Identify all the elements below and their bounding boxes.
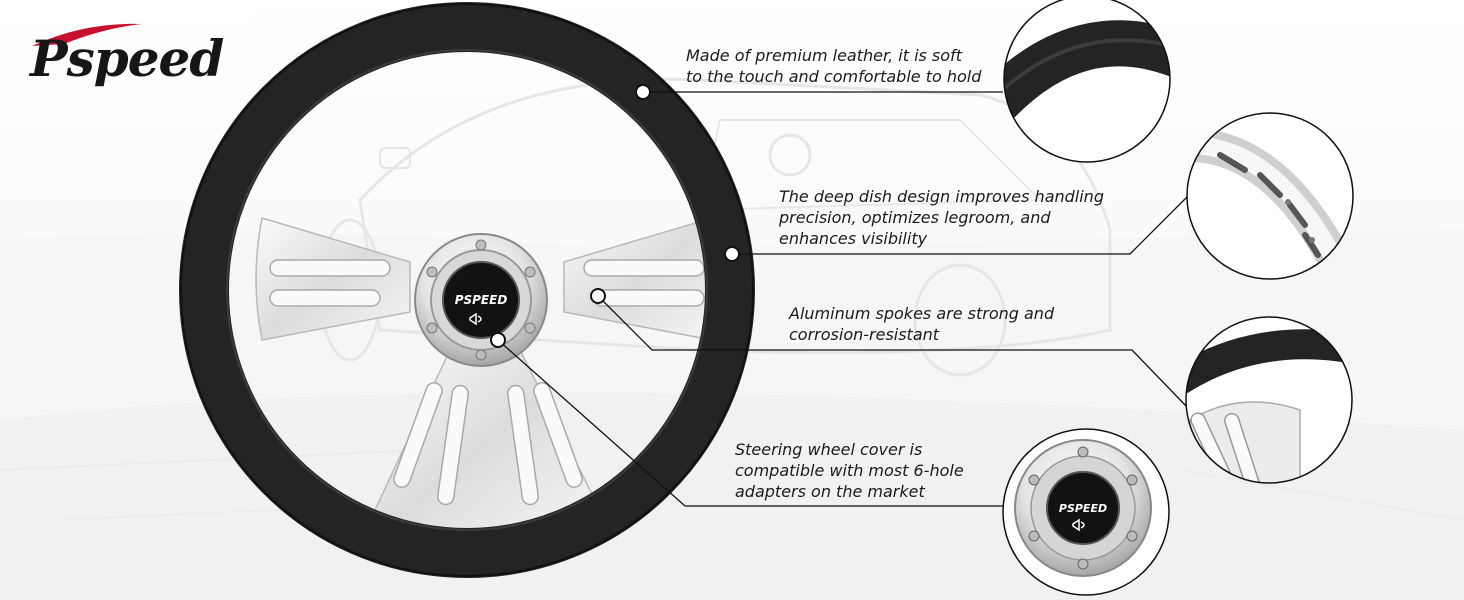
hub-badge-text: PSPEED <box>455 293 508 307</box>
callout-dot <box>635 84 651 100</box>
detail-hub-badge-text: PSPEED <box>1059 502 1107 515</box>
caption-spokes: Aluminum spokes are strong and corrosion… <box>789 303 1054 345</box>
caption-line: compatible with most 6-hole <box>735 461 964 480</box>
caption-line: The deep dish design improves handling <box>779 187 1104 206</box>
center-hub: PSPEED <box>414 233 548 367</box>
callout-dot <box>724 246 740 262</box>
leader-lines <box>497 91 1189 507</box>
logo-wordmark: Pspeed <box>30 29 224 88</box>
caption-hub-cover: Steering wheel cover is compatible with … <box>735 439 964 502</box>
leather-rim <box>179 2 755 578</box>
caption-line: adapters on the market <box>735 482 925 501</box>
caption-deep-dish: The deep dish design improves handling p… <box>779 186 1104 249</box>
caption-line: precision, optimizes legroom, and <box>779 208 1051 227</box>
brand-logo: Pspeed <box>24 16 234 96</box>
caption-line: Steering wheel cover is <box>735 440 923 459</box>
logo-swoosh <box>32 23 142 46</box>
detail-deep-dish-zoom <box>1186 112 1354 280</box>
caption-line: Made of premium leather, it is soft <box>686 46 962 65</box>
caption-line: Aluminum spokes are strong and <box>789 304 1055 323</box>
detail-hub-zoom: PSPEED <box>1002 428 1170 596</box>
caption-line: to the touch and comfortable to hold <box>686 67 982 86</box>
horn-button <box>442 261 520 339</box>
detail-leather-zoom <box>1003 0 1171 163</box>
horn-icon <box>469 312 482 326</box>
detail-horn-icon <box>1072 518 1085 532</box>
steering-wheel: PSPEED <box>179 2 755 578</box>
caption-leather: Made of premium leather, it is soft to t… <box>686 45 981 87</box>
callout-dot <box>590 288 606 304</box>
callout-dots <box>490 84 740 348</box>
callout-dot <box>490 332 506 348</box>
caption-line: corrosion-resistant <box>789 325 940 344</box>
caption-line: enhances visibility <box>779 229 928 248</box>
